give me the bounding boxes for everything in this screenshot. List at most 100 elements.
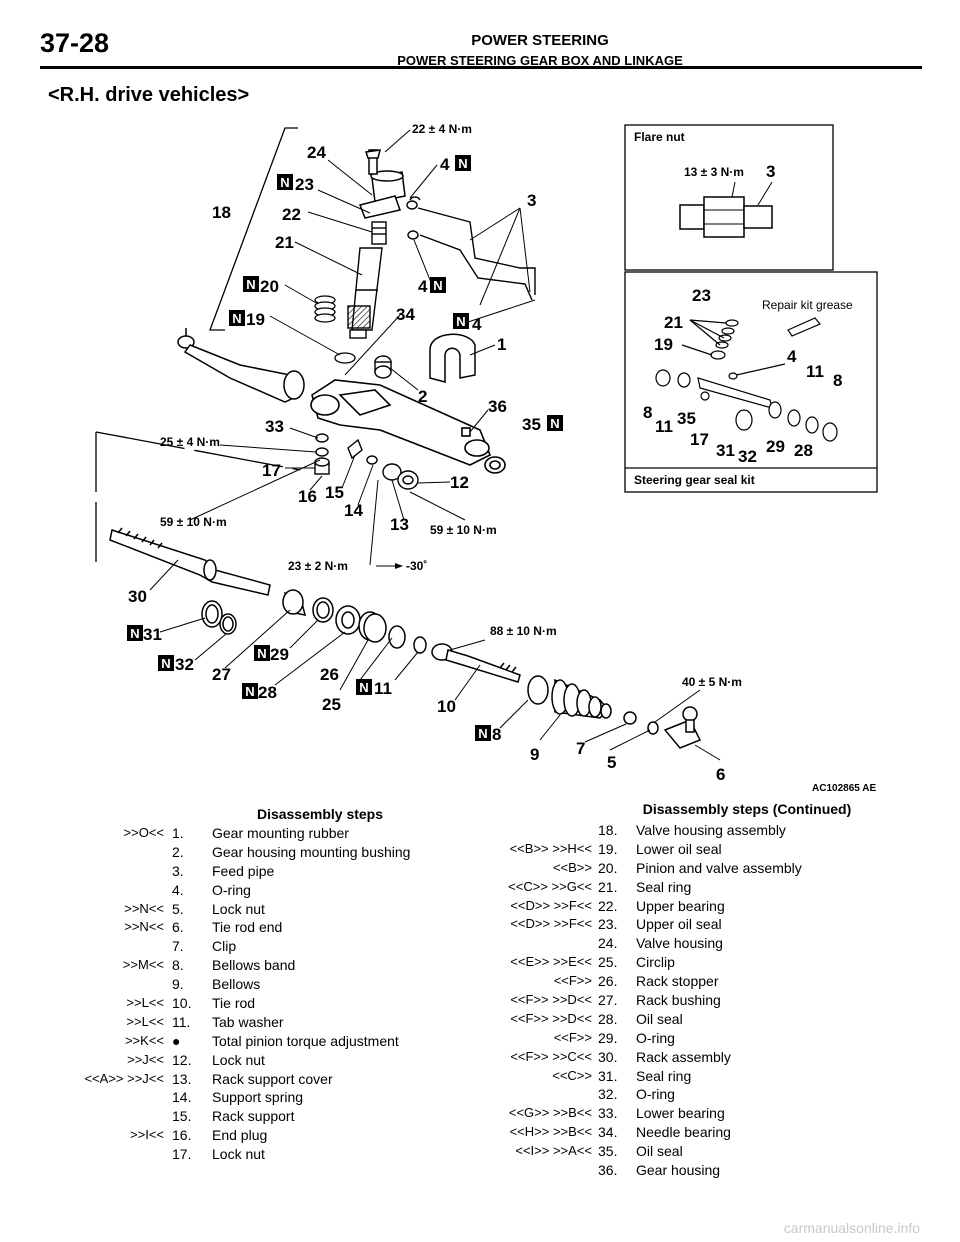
- label-14: 14: [344, 501, 363, 520]
- step-text: Gear housing mounting bushing: [212, 843, 411, 860]
- step-reference-mark: >>I<<: [130, 1127, 164, 1143]
- page-title: POWER STEERING: [471, 32, 609, 49]
- step-row: >>M<<8.Bellows band: [60, 956, 460, 975]
- step-row: <<E>> >>E<<25.Circlip: [480, 953, 900, 972]
- leader-lines: [149, 129, 721, 761]
- step-row: <<D>> >>F<<23.Upper oil seal: [480, 915, 900, 934]
- step-reference-mark: <<I>> >>A<<: [515, 1143, 592, 1159]
- step-row: <<D>> >>F<<22.Upper bearing: [480, 897, 900, 916]
- bushing-drawing: [374, 355, 392, 379]
- step-row: 24.Valve housing: [480, 934, 900, 953]
- step-text: Rack stopper: [636, 973, 719, 990]
- step-number: 4.: [172, 881, 184, 898]
- step-number: 14.: [172, 1089, 192, 1106]
- step-row: <<G>> >>B<<33.Lower bearing: [480, 1104, 900, 1123]
- inset-label-11b: 11: [655, 417, 673, 436]
- page-number: 37-28: [40, 28, 110, 58]
- new-part-marker: N: [127, 625, 143, 641]
- torque-label: 22 ± 4 N·m: [412, 122, 472, 136]
- label-17: 17: [262, 461, 281, 480]
- label-4b: 4: [418, 277, 428, 296]
- step-reference-mark: <<C>>: [552, 1067, 592, 1083]
- step-text: Gear mounting rubber: [212, 825, 349, 841]
- step-row: 18.Valve housing assembly: [480, 821, 900, 840]
- steps-list: 18.Valve housing assembly<<B>> >>H<<19.L…: [480, 821, 900, 1180]
- svg-text:N: N: [232, 311, 241, 326]
- new-part-marker: N: [243, 276, 259, 292]
- step-row: >>L<<11.Tab washer: [60, 1013, 460, 1032]
- step-number: 35.: [598, 1143, 618, 1160]
- step-row: <<H>> >>B<<34.Needle bearing: [480, 1123, 900, 1142]
- step-reference-mark: <<E>> >>E<<: [510, 954, 592, 970]
- label-15: 15: [325, 483, 344, 502]
- step-number: 8.: [172, 957, 184, 974]
- step-row: <<F>>26.Rack stopper: [480, 972, 900, 991]
- label-35: 35: [522, 415, 541, 434]
- new-part-marker: N: [547, 415, 563, 431]
- step-number: 22.: [598, 897, 618, 914]
- step-number: 10.: [172, 995, 192, 1012]
- step-row: >>J<<12.Lock nut: [60, 1051, 460, 1070]
- label-16: 16: [298, 487, 317, 506]
- torque-label: 23 ± 2 N·m: [288, 559, 348, 573]
- step-number: 30.: [598, 1048, 618, 1065]
- step-number: 5.: [172, 900, 184, 917]
- step-reference-mark: >>N<<: [124, 900, 164, 916]
- svg-text:N: N: [280, 175, 289, 190]
- new-part-marker: N: [475, 725, 491, 741]
- step-number: 7.: [172, 938, 184, 955]
- inset-label-17: 17: [690, 430, 709, 449]
- step-row: 32.O-ring: [480, 1085, 900, 1104]
- new-part-marker: N: [229, 310, 245, 326]
- label-22: 22: [282, 205, 301, 224]
- exploded-view-diagram: 24 23 18 22 21 20 19 4 3 4 4 34 1 2 36 3…: [95, 122, 878, 794]
- inset-label-23: 23: [692, 286, 711, 305]
- flare-nut-label: Flare nut: [634, 130, 685, 144]
- step-reference-mark: <<B>> >>H<<: [509, 840, 592, 856]
- svg-text:N: N: [359, 680, 368, 695]
- step-reference-mark: <<C>> >>G<<: [508, 878, 592, 894]
- step-row: <<F>> >>D<<27.Rack bushing: [480, 991, 900, 1010]
- seal-kit-inset: Steering gear seal kit Repair kit grease: [624, 271, 878, 493]
- step-row: 9.Bellows: [60, 975, 460, 994]
- step-row: <<C>>31.Seal ring: [480, 1067, 900, 1086]
- step-number: 36.: [598, 1162, 618, 1179]
- gear-mounting-rubber-drawing: [429, 333, 476, 383]
- step-row: <<F>>29.O-ring: [480, 1029, 900, 1048]
- step-number: 26.: [598, 973, 618, 990]
- svg-text:N: N: [161, 656, 170, 671]
- step-number: 24.: [598, 935, 618, 952]
- label-11: 11: [374, 679, 392, 698]
- step-number: 11.: [172, 1013, 191, 1030]
- step-text: Feed pipe: [212, 862, 275, 879]
- step-reference-mark: >>M<<: [122, 957, 164, 973]
- step-text: Tie rod: [212, 995, 256, 1012]
- step-number: 17.: [172, 1146, 192, 1163]
- step-row: 14.Support spring: [60, 1088, 460, 1107]
- new-part-marker: N: [455, 155, 471, 171]
- flare-nut-inset: Flare nut 13 ± 3 N·m 3: [624, 124, 834, 271]
- step-text: Lock nut: [212, 1146, 265, 1163]
- step-row: 15.Rack support: [60, 1107, 460, 1126]
- step-row: <<B>> >>H<<19.Lower oil seal: [480, 840, 900, 859]
- svg-text:N: N: [246, 277, 255, 292]
- step-number: 19.: [598, 840, 618, 857]
- step-text: O-ring: [636, 1086, 675, 1103]
- label-12: 12: [450, 473, 469, 492]
- diagram-code: AC102865 AE: [812, 783, 876, 794]
- step-number: 20.: [598, 859, 618, 876]
- step-row: 3.Feed pipe: [60, 862, 460, 881]
- svg-text:N: N: [433, 278, 442, 293]
- label-32: 32: [175, 655, 194, 674]
- inset-label-28: 28: [794, 441, 813, 460]
- steps-heading-continued: Disassembly steps (Continued): [642, 801, 852, 817]
- step-number: 9.: [172, 976, 184, 993]
- label-4a: 4: [440, 155, 450, 174]
- step-reference-mark: <<A>> >>J<<: [84, 1070, 164, 1086]
- step-row: >>K<<●Total pinion torque adjustment: [60, 1032, 460, 1051]
- arrow-icon: [395, 563, 403, 569]
- step-number: 29.: [598, 1029, 618, 1046]
- step-reference-mark: >>L<<: [126, 1013, 164, 1029]
- step-reference-mark: <<D>> >>F<<: [510, 897, 592, 913]
- label-25: 25: [322, 695, 341, 714]
